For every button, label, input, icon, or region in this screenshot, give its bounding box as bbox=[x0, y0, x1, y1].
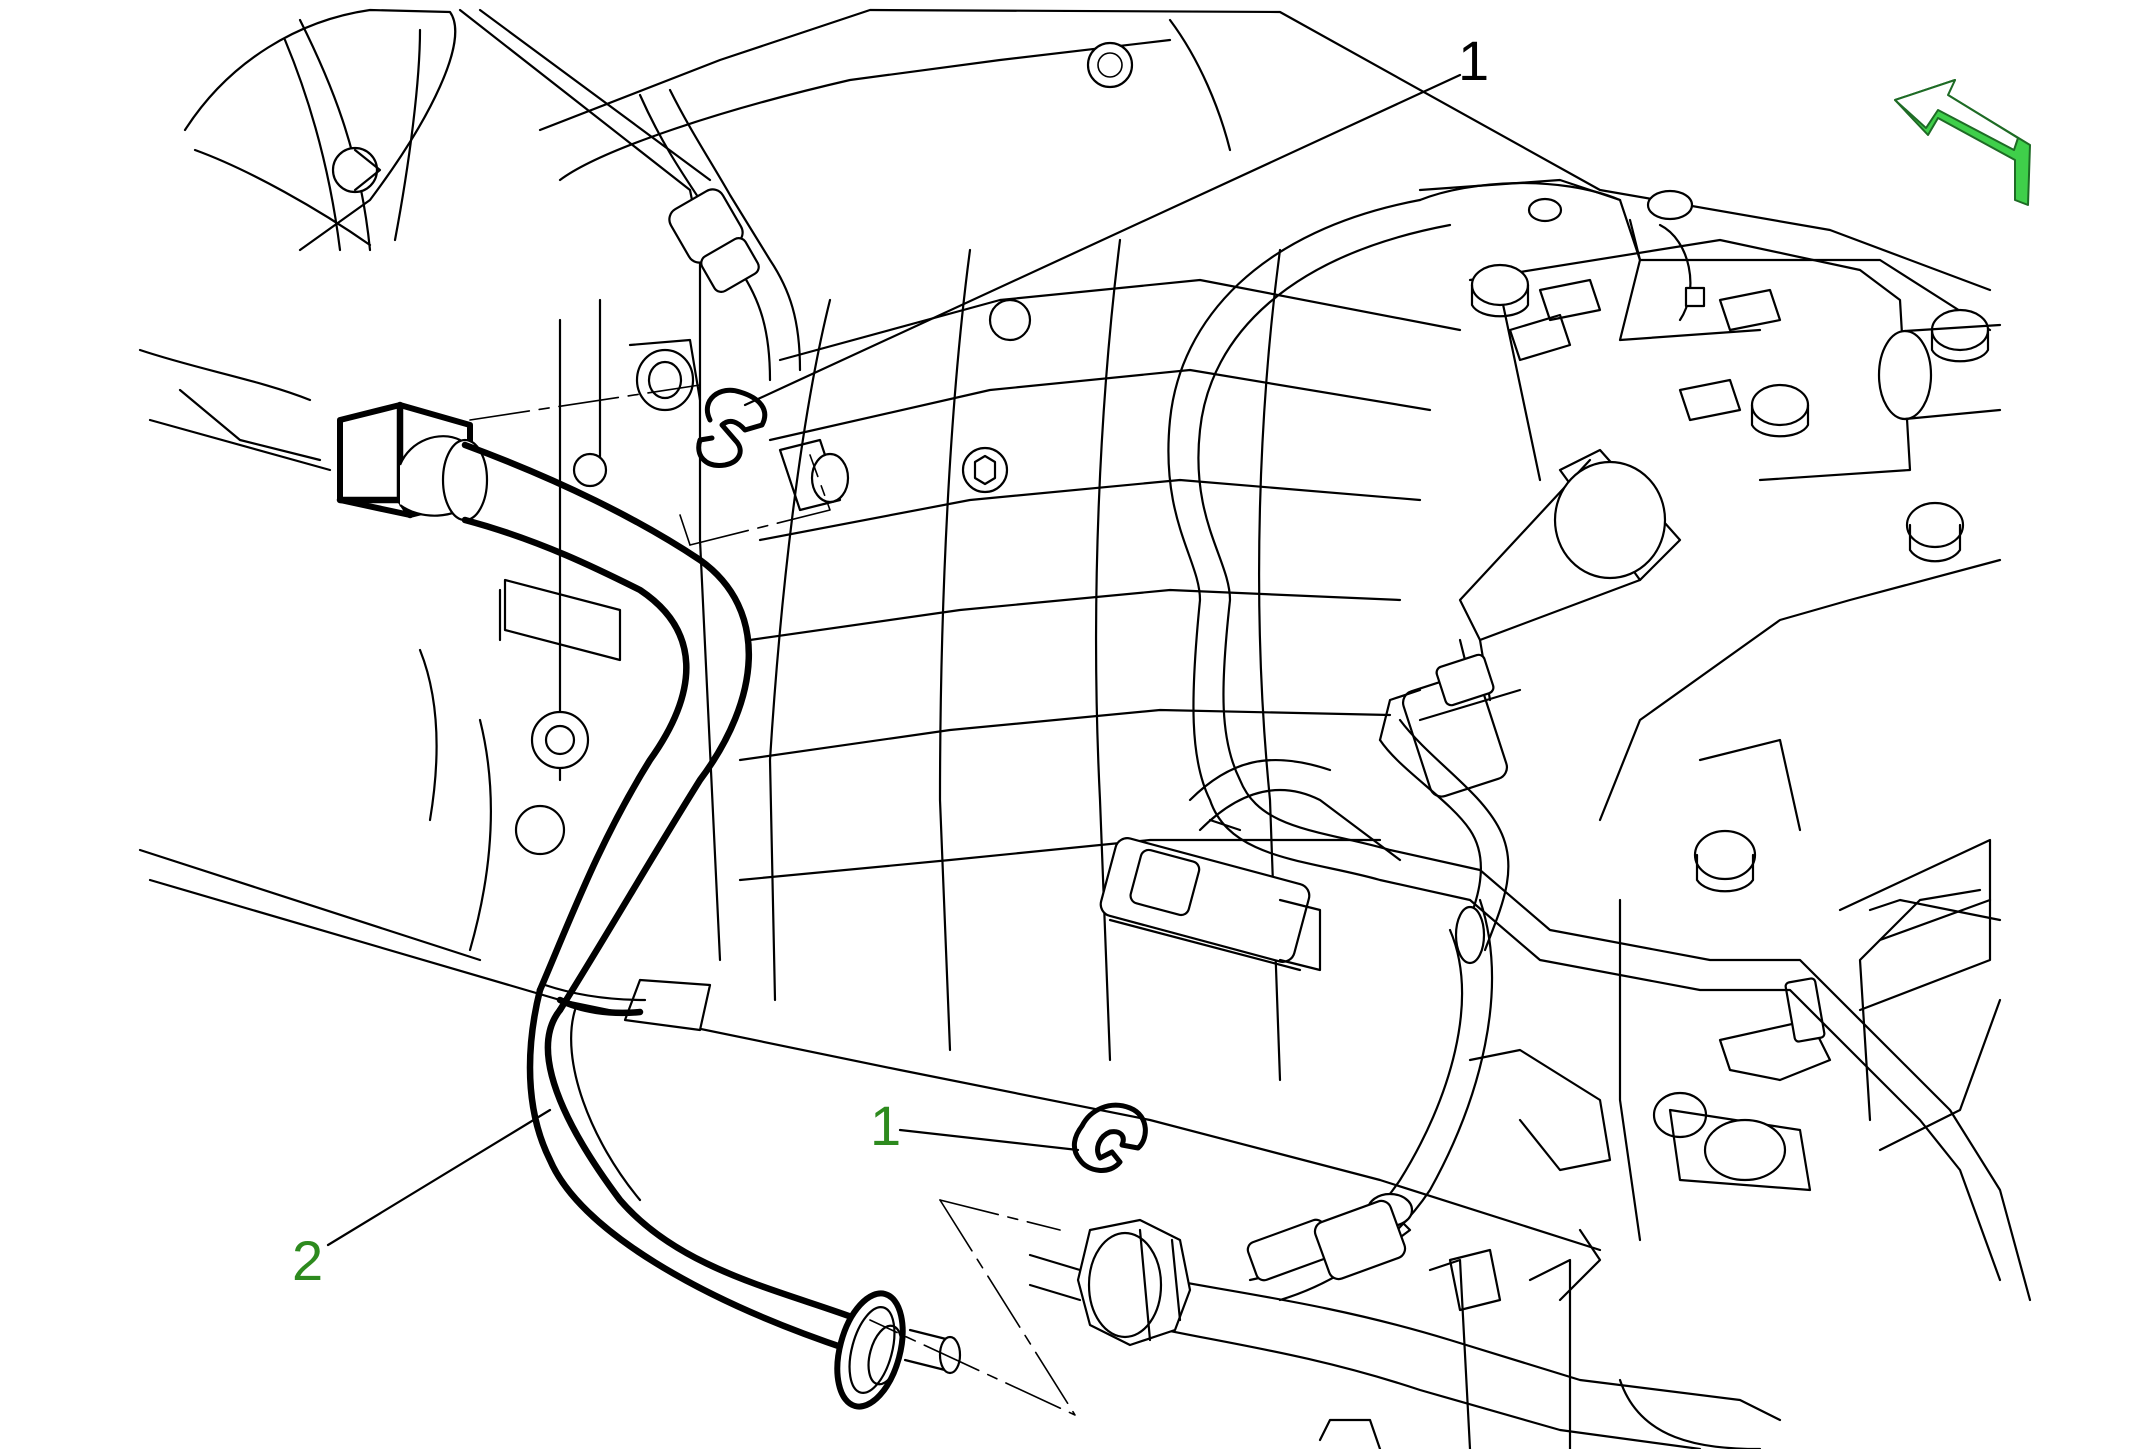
leader-lines bbox=[326, 73, 1462, 1247]
transmission-housing bbox=[138, 8, 2002, 1449]
retaining-clip-lower bbox=[1071, 1102, 1148, 1173]
harness-connector bbox=[1099, 818, 1322, 972]
cooler-line-2 bbox=[336, 401, 962, 1410]
lower-cooler-line-connection bbox=[1028, 1199, 1782, 1449]
forward-direction-arrow-icon bbox=[1894, 79, 2031, 206]
callout-2: 2 bbox=[292, 1229, 323, 1292]
shifter-bolts bbox=[1470, 189, 1990, 1139]
assembly-guide-lines bbox=[469, 384, 1076, 1416]
callout-1-upper: 1 bbox=[1458, 29, 1489, 92]
retaining-clip-upper bbox=[696, 387, 768, 468]
callout-1-lower: 1 bbox=[870, 1094, 901, 1157]
